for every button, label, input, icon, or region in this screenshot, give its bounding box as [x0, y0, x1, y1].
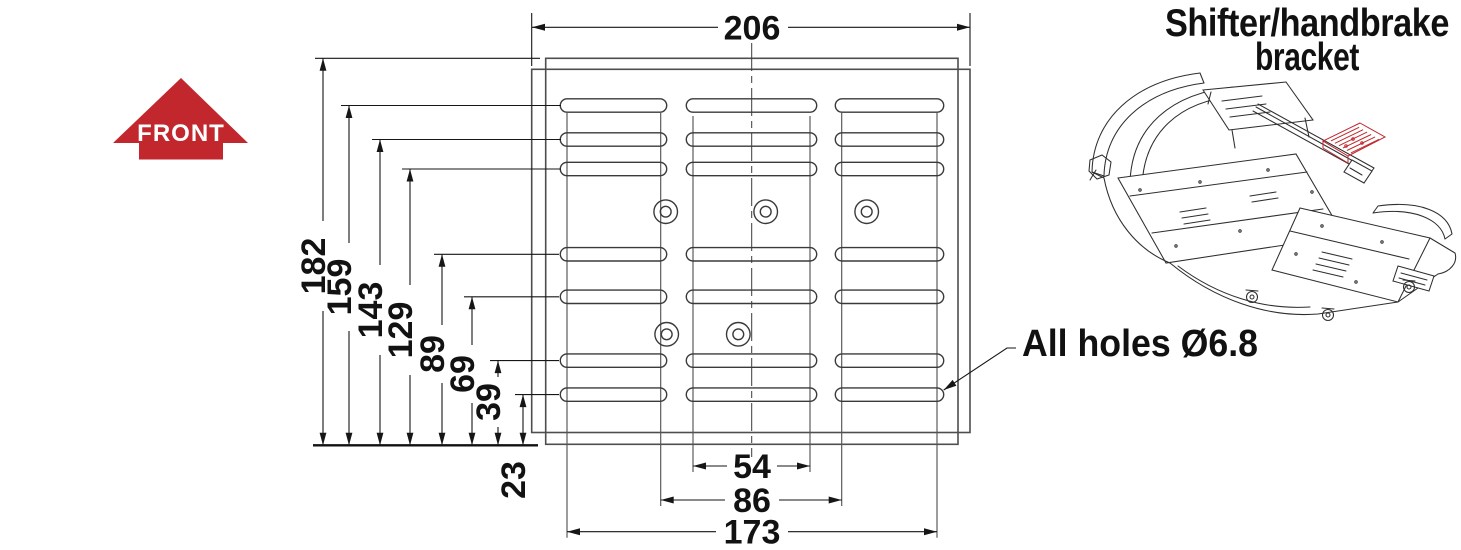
- leader-line: [943, 347, 1016, 391]
- front-arrow-icon: [113, 78, 248, 160]
- dim-value-182: 182: [295, 238, 333, 295]
- slot: [685, 353, 818, 368]
- dim-row-129: 129: [382, 169, 420, 446]
- slot-column-left: [559, 98, 668, 402]
- mounting-holes: [653, 199, 880, 347]
- plate-outline-tall: [544, 57, 959, 446]
- hole: [753, 199, 779, 225]
- slot: [559, 289, 668, 305]
- hole-note: All holes Ø6.8: [943, 323, 1258, 391]
- slot: [834, 289, 945, 305]
- hole-note-label: All holes Ø6.8: [1022, 323, 1258, 365]
- dim-slot-span-86: 86: [660, 482, 842, 520]
- dim-value-143: 143: [352, 282, 390, 339]
- slot: [685, 387, 818, 402]
- dim-value-54: 54: [733, 448, 771, 486]
- slot: [559, 132, 668, 147]
- slot: [685, 161, 818, 177]
- slot-column-middle: [685, 98, 818, 402]
- dim-row-159: 159: [321, 105, 359, 446]
- dim-slot-span-173: 173: [567, 514, 937, 550]
- slot: [834, 246, 945, 262]
- hole: [854, 199, 880, 225]
- slot: [685, 246, 818, 262]
- title-line-1: Shifter/handbrake: [1165, 2, 1449, 45]
- dim-overall-width: 206: [531, 10, 971, 66]
- dim-row-143: 143: [352, 139, 390, 446]
- dim-slot-span-54: 54: [693, 448, 810, 486]
- slot: [834, 353, 945, 368]
- slot: [834, 161, 945, 177]
- plate-outline-wide: [530, 68, 971, 434]
- caster-wheels: [1245, 279, 1416, 322]
- hole: [725, 321, 751, 347]
- chassis-illustration: [1088, 72, 1457, 322]
- dim-row-23: 23: [495, 394, 533, 499]
- dim-row-69: 69: [444, 296, 482, 446]
- slot: [685, 289, 818, 305]
- front-label: FRONT: [137, 120, 225, 147]
- dim-value-86: 86: [733, 482, 771, 520]
- bolt-dots: [1138, 168, 1384, 284]
- slot: [834, 98, 945, 113]
- leader-arrow-icon: [943, 379, 957, 390]
- dim-height-182: 182: [295, 58, 333, 446]
- hole: [653, 199, 679, 225]
- dimension-annotations: 206 182 159 143: [295, 10, 971, 550]
- slot: [559, 161, 668, 177]
- title-line-2: bracket: [1255, 36, 1359, 79]
- slot: [559, 387, 668, 402]
- dim-value-69: 69: [444, 355, 482, 393]
- dim-value-39: 39: [470, 383, 508, 421]
- slot: [559, 353, 668, 368]
- slot: [559, 98, 668, 113]
- slot-column-right: [834, 98, 945, 402]
- slot: [834, 387, 945, 402]
- dim-value-206: 206: [724, 10, 781, 48]
- dim-value-89: 89: [414, 335, 452, 373]
- slot: [559, 246, 668, 262]
- dim-value-129: 129: [382, 302, 420, 359]
- front-direction-marker: FRONT: [113, 78, 248, 160]
- slot: [834, 132, 945, 147]
- hole: [654, 321, 680, 347]
- dim-value-23: 23: [495, 461, 533, 499]
- dim-extension-lines-left: [315, 57, 561, 396]
- dim-value-173: 173: [724, 514, 781, 550]
- dim-row-39: 39: [470, 360, 508, 446]
- page-title: Shifter/handbrake bracket: [1165, 2, 1450, 79]
- dim-row-89: 89: [414, 254, 452, 446]
- dim-value-159: 159: [321, 259, 359, 316]
- bracket-highlight: [1321, 122, 1387, 164]
- slot: [685, 98, 818, 113]
- slot: [685, 132, 818, 147]
